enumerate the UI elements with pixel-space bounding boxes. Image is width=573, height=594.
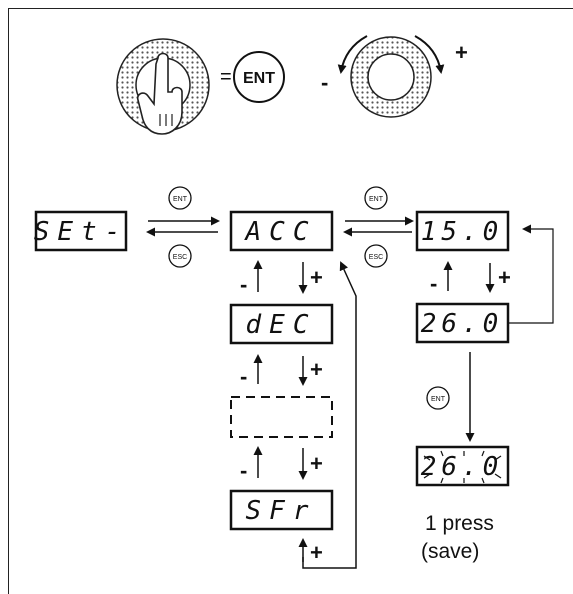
minus-sign-acc: -: [240, 272, 247, 297]
equals-sign: =: [220, 66, 232, 88]
display-sfr-text: SFr: [246, 496, 317, 526]
display-saved: 26.0: [415, 445, 510, 487]
display-sfr: SFr: [229, 489, 334, 531]
ent-button-label: ENT: [243, 70, 275, 87]
minus-sign-empty: -: [240, 458, 247, 483]
display-dec: dEC: [229, 303, 334, 345]
svg-text:ESC: ESC: [173, 254, 187, 261]
esc-small-icon-1: ESC: [168, 244, 192, 268]
ent-small-icon-2: ENT: [364, 186, 388, 210]
rotate-ccw-arrow-icon: [337, 35, 368, 74]
caption-save: (save): [421, 540, 479, 563]
arrow-wrap-sfr-to-acc: [302, 261, 357, 569]
knob-press-icon: [116, 38, 210, 135]
ent-button-icon: ENT: [233, 51, 285, 103]
svg-text:ENT: ENT: [369, 196, 384, 203]
frame-left-border: [8, 8, 9, 594]
display-acc-text: ACC: [244, 217, 317, 247]
rotate-cw-arrow-icon: [414, 35, 445, 74]
plus-sign-empty: +: [310, 451, 323, 476]
display-new-value-text: 26.0: [421, 309, 504, 339]
blink-rays-icon: [423, 450, 502, 484]
display-set-text: SEt-: [34, 217, 129, 247]
plus-sign-acc: +: [310, 265, 323, 290]
display-value: 15.0: [415, 210, 510, 252]
minus-sign-dec: -: [240, 364, 247, 389]
display-set: SEt-: [34, 210, 129, 252]
display-empty: [230, 396, 333, 438]
plus-sign-dec: +: [310, 357, 323, 382]
ent-small-icon-1: ENT: [168, 186, 192, 210]
plus-sign-value: +: [498, 265, 511, 290]
esc-small-icon-2: ESC: [364, 244, 388, 268]
rotate-plus-sign: +: [455, 40, 468, 65]
svg-text:ESC: ESC: [369, 254, 383, 261]
knob-rotate-icon: [350, 36, 432, 118]
svg-text:ENT: ENT: [431, 396, 446, 403]
rotate-minus-sign: -: [321, 70, 328, 95]
frame-top-border: [8, 8, 573, 9]
plus-sign-sfr: +: [310, 540, 323, 565]
display-new-value: 26.0: [415, 302, 510, 344]
display-saved-text: 26.0: [421, 452, 504, 482]
svg-text:ENT: ENT: [173, 196, 188, 203]
minus-sign-value: -: [430, 271, 437, 296]
display-dec-text: dEC: [246, 310, 317, 340]
hand-pointer-icon: [136, 52, 183, 135]
display-value-text: 15.0: [421, 217, 504, 247]
display-acc: ACC: [229, 210, 334, 252]
ent-small-icon-3: ENT: [426, 386, 450, 410]
caption-press: 1 press: [425, 512, 494, 535]
arrow-loop-value: [508, 224, 554, 324]
